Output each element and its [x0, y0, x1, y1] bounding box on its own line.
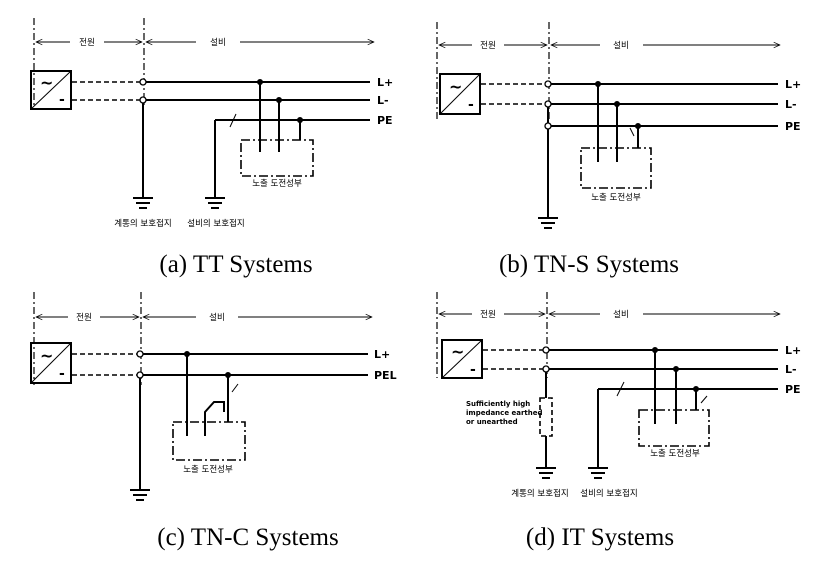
- line-label-lminus: L-: [377, 94, 389, 107]
- line-label-lplus: L+: [785, 78, 801, 91]
- system-earth-label: 계통의 보호접지: [511, 488, 568, 499]
- system-earth-symbol: [538, 217, 558, 229]
- svg-text:-: -: [470, 362, 476, 378]
- line-label-lplus: L+: [785, 344, 801, 357]
- line-label-lminus: L-: [785, 363, 797, 376]
- exposed-part-label: 노출 도전성부: [252, 178, 302, 189]
- panel-caption: (a) TT Systems: [159, 251, 312, 278]
- power-source-symbol: ~ -: [439, 73, 481, 115]
- system-earth-symbol: [536, 467, 556, 479]
- panel-tns: 전원 설비 ~ - L+ L- PE: [436, 22, 801, 278]
- exposed-conductive-part: [580, 147, 652, 189]
- equipment-label: 설비: [209, 312, 225, 323]
- impedance-symbol: [539, 397, 553, 437]
- system-earth-symbol: [130, 489, 150, 501]
- svg-text:-: -: [59, 92, 65, 108]
- line-label-pe: PE: [377, 114, 393, 127]
- svg-text:~: ~: [40, 346, 53, 365]
- panel-it: 전원 설비 ~ - L+ L- PE Sufficiently high imp…: [436, 292, 801, 551]
- line-label-lplus: L+: [374, 348, 390, 361]
- equipment-earth-symbol: [205, 197, 225, 209]
- svg-text:~: ~: [40, 73, 53, 92]
- impedance-note-line-2: impedance earthed: [466, 409, 543, 417]
- panel-caption: (c) TN-C Systems: [157, 524, 338, 551]
- impedance-note-line-3: or unearthed: [466, 418, 518, 426]
- svg-text:-: -: [59, 366, 65, 382]
- equipment-label: 설비: [613, 309, 629, 320]
- power-source-symbol: ~ -: [441, 339, 483, 379]
- exposed-part-label: 노출 도전성부: [183, 464, 233, 475]
- line-label-lplus: L+: [377, 76, 393, 89]
- panel-caption: (d) IT Systems: [526, 524, 674, 551]
- exposed-part-label: 노출 도전성부: [591, 192, 641, 203]
- line-label-pe: PE: [785, 383, 801, 396]
- source-label: 전원: [480, 309, 496, 320]
- source-label: 전원: [480, 40, 496, 51]
- power-source-symbol: ~ -: [30, 342, 72, 384]
- exposed-conductive-part: [172, 421, 246, 461]
- exposed-conductive-part: [638, 409, 710, 447]
- svg-text:~: ~: [449, 77, 462, 96]
- system-earth-symbol: [133, 197, 153, 209]
- impedance-note-line-1: Sufficiently high: [466, 400, 530, 408]
- line-label-pel: PEL: [374, 369, 397, 382]
- source-label: 전원: [79, 37, 95, 48]
- power-source-symbol: ~ -: [30, 70, 72, 110]
- panel-caption: (b) TN-S Systems: [499, 251, 679, 278]
- exposed-conductive-part: [240, 139, 314, 177]
- equipment-earth-label: 설비의 보호접지: [580, 488, 637, 499]
- svg-text:-: -: [468, 97, 474, 113]
- equipment-earth-symbol: [588, 467, 608, 479]
- line-label-lminus: L-: [785, 98, 797, 111]
- equipment-label: 설비: [613, 40, 629, 51]
- panel-tnc: 전원 설비 ~ - L+ PEL 노출 도전성부 (c): [30, 292, 397, 551]
- svg-text:~: ~: [451, 342, 464, 361]
- equipment-earth-label: 설비의 보호접지: [187, 218, 244, 229]
- line-label-pe: PE: [785, 120, 801, 133]
- exposed-part-label: 노출 도전성부: [650, 448, 700, 459]
- equipment-label: 설비: [210, 37, 226, 48]
- panel-tt: 전원 설비 ~ - L+ L- PE: [30, 18, 393, 278]
- source-label: 전원: [76, 312, 92, 323]
- system-earth-label: 계통의 보호접지: [114, 218, 171, 229]
